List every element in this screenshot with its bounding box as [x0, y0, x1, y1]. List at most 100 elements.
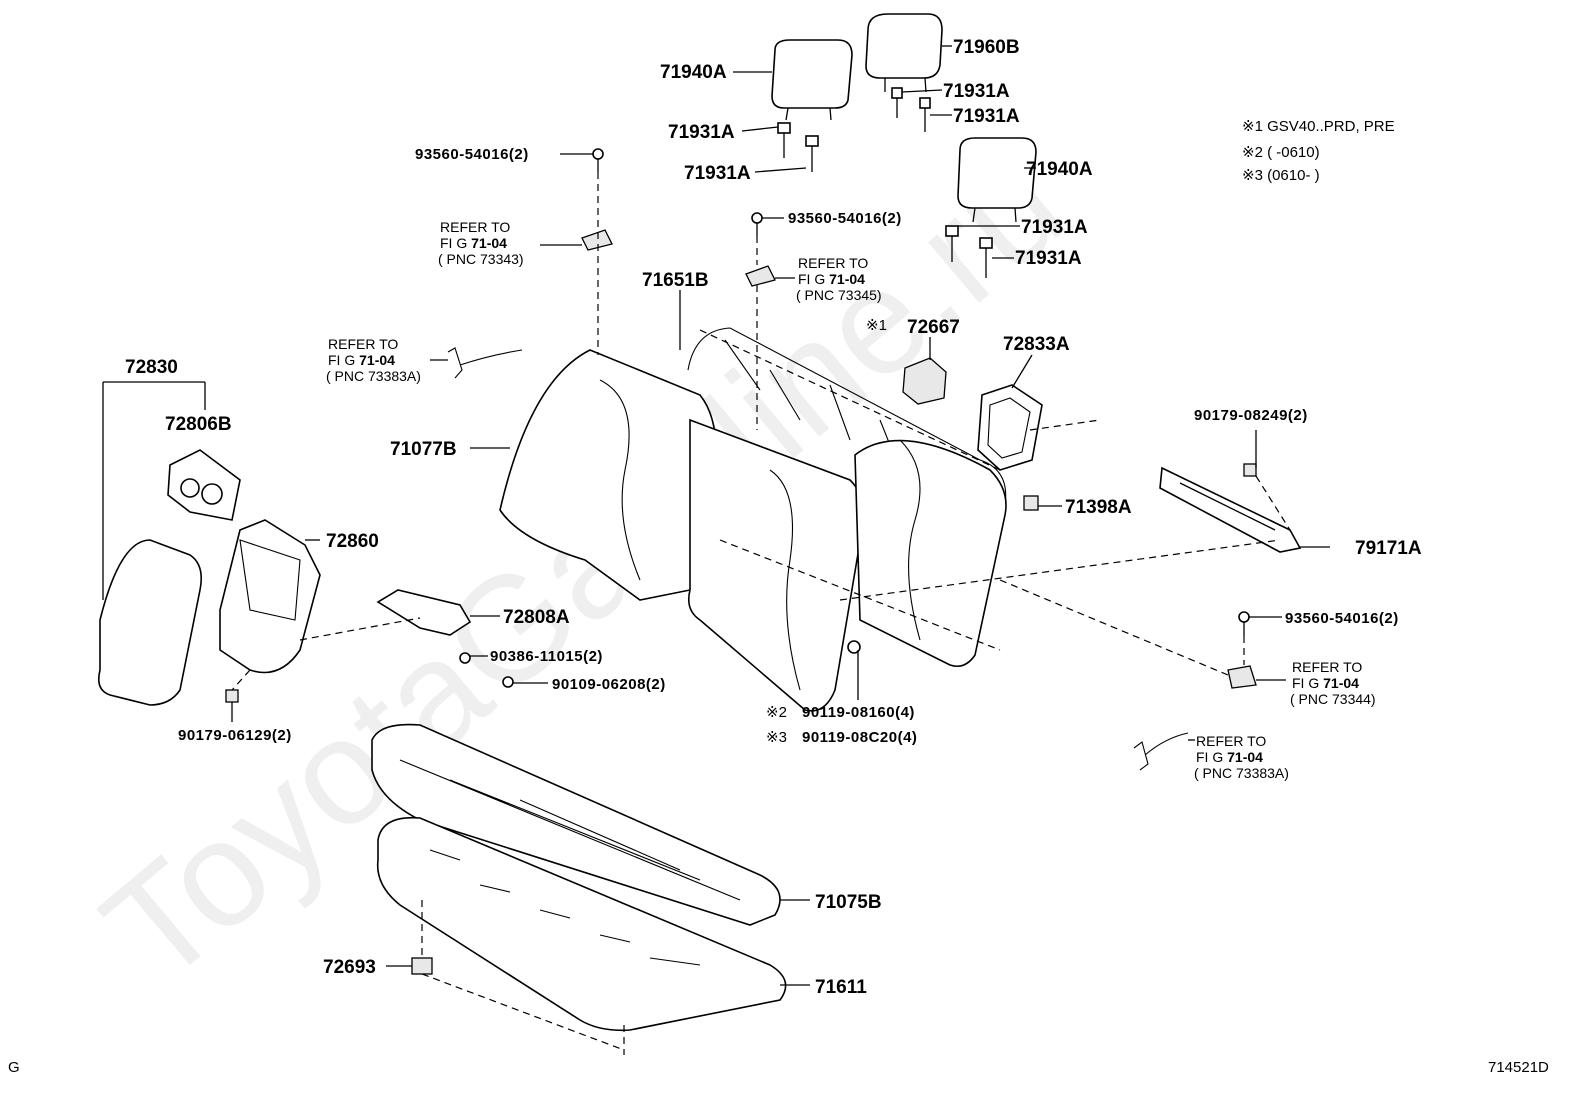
label-71075B: 71075B	[815, 892, 882, 913]
marker-2: ※2	[766, 704, 787, 721]
label-71651B: 71651B	[642, 270, 709, 291]
bolt-90109[interactable]	[502, 676, 514, 688]
bolt-93560-c[interactable]	[1238, 611, 1250, 636]
note-3: ※3 (0610- )	[1242, 167, 1320, 184]
bracket-79171A[interactable]	[1159, 466, 1302, 553]
refer-fig-number: 71-04	[829, 271, 865, 287]
refer-fig-number: 71-04	[1227, 749, 1263, 765]
bracket-ref-73344[interactable]	[1227, 665, 1257, 689]
refer-block-73343[interactable]: REFER TO FI G 71-04 ( PNC 73343)	[438, 219, 524, 267]
label-90179-08249: 90179-08249(2)	[1194, 407, 1308, 424]
support-71931A-3[interactable]	[891, 87, 903, 118]
bracket-ref-73345[interactable]	[745, 265, 776, 287]
headrest-71960B[interactable]	[865, 13, 943, 93]
harness-ref-73383A-a[interactable]	[447, 347, 523, 379]
label-72860: 72860	[326, 531, 379, 552]
label-72808A: 72808A	[503, 607, 570, 628]
refer-block-73383A-b[interactable]: REFER TO FI G 71-04 ( PNC 73383A)	[1194, 733, 1289, 781]
cushion-pad-71611[interactable]	[376, 816, 787, 1032]
refer-fig-number: 71-04	[471, 235, 507, 251]
label-71931A-c: 71931A	[668, 122, 735, 143]
seatback-frame-71651B[interactable]	[687, 327, 1007, 601]
label-93560-b: 93560-54016(2)	[788, 210, 902, 227]
refer-pnc: ( PNC 73343)	[438, 251, 524, 267]
support-71931A-2[interactable]	[805, 135, 819, 172]
headrest-71940A-left[interactable]	[771, 39, 853, 121]
armrest-frame-72860[interactable]	[219, 519, 321, 674]
label-71931A-a: 71931A	[943, 81, 1010, 102]
refer-line1: REFER TO	[328, 336, 398, 352]
refer-fig: FI G	[1196, 749, 1223, 765]
nut-90179-06129[interactable]	[225, 689, 239, 703]
refer-pnc: ( PNC 73345)	[796, 287, 882, 303]
note-2-mark: ※2	[1242, 144, 1263, 161]
refer-pnc: ( PNC 73383A)	[1194, 765, 1289, 781]
label-71931A-f: 71931A	[1015, 248, 1082, 269]
label-79171A: 79171A	[1355, 538, 1422, 559]
note-2: ※2 ( -0610)	[1242, 144, 1320, 161]
label-72693: 72693	[323, 957, 376, 978]
nut-90179-08249[interactable]	[1243, 463, 1257, 477]
note-1-mark: ※1	[1242, 118, 1263, 135]
note-2-text: ( -0610)	[1267, 144, 1320, 161]
refer-fig-number: 71-04	[1323, 675, 1359, 691]
refer-fig-line: FI G 71-04	[1292, 675, 1359, 691]
headrest-71940A-right[interactable]	[957, 137, 1037, 223]
label-72833A: 72833A	[1003, 334, 1070, 355]
cup-holder-72806B[interactable]	[167, 449, 241, 521]
bolt-90119[interactable]	[847, 640, 861, 654]
notes-legend: ※1 GSV40..PRD, PRE ※2 ( -0610) ※3 (0610-…	[1242, 118, 1395, 184]
label-71931A-b: 71931A	[953, 106, 1020, 127]
label-71077B: 71077B	[390, 439, 457, 460]
refer-fig: FI G	[440, 235, 467, 251]
support-71931A-6[interactable]	[979, 237, 993, 278]
refer-fig: FI G	[328, 352, 355, 368]
bracket-ref-73343[interactable]	[581, 229, 613, 251]
label-71931A-d: 71931A	[684, 163, 751, 184]
refer-fig: FI G	[1292, 675, 1319, 691]
hinge-72808A[interactable]	[376, 589, 472, 636]
marker-3: ※3	[766, 729, 787, 746]
refer-line1: REFER TO	[1196, 733, 1266, 749]
bolt-93560-a[interactable]	[592, 148, 604, 172]
leader-lines	[102, 45, 1330, 986]
cushion-cover-71075B[interactable]	[371, 723, 781, 926]
refer-fig: FI G	[798, 271, 825, 287]
support-71931A-1[interactable]	[777, 122, 791, 158]
refer-fig-line: FI G 71-04	[798, 271, 865, 287]
refer-block-73383A-a[interactable]: REFER TO FI G 71-04 ( PNC 73383A)	[326, 336, 421, 384]
refer-block-73345[interactable]: REFER TO FI G 71-04 ( PNC 73345)	[796, 255, 882, 303]
label-71960B: 71960B	[953, 37, 1020, 58]
harness-ref-73383A-b[interactable]	[1133, 732, 1189, 771]
bolt-90386[interactable]	[459, 652, 471, 664]
refer-pnc: ( PNC 73383A)	[326, 368, 421, 384]
note-3-text: (0610- )	[1267, 167, 1320, 184]
panel-72833A[interactable]	[977, 384, 1043, 471]
clip-72693[interactable]	[411, 957, 433, 975]
note-1-text: GSV40..PRD, PRE	[1267, 118, 1395, 135]
label-93560-a: 93560-54016(2)	[415, 146, 529, 163]
corner-left-label: G	[8, 1059, 20, 1076]
clip-71398A[interactable]	[1023, 495, 1039, 511]
support-71931A-5[interactable]	[945, 225, 959, 262]
marker-1: ※1	[866, 317, 887, 334]
bolt-93560-b[interactable]	[751, 212, 763, 236]
refer-fig-number: 71-04	[359, 352, 395, 368]
armrest-72830[interactable]	[97, 539, 203, 706]
refer-line1: REFER TO	[1292, 659, 1362, 675]
label-72806B: 72806B	[165, 414, 232, 435]
label-90386: 90386-11015(2)	[490, 648, 603, 665]
refer-line1: REFER TO	[798, 255, 868, 271]
label-71931A-e: 71931A	[1021, 217, 1088, 238]
label-71611: 71611	[815, 977, 867, 998]
refer-pnc: ( PNC 73344)	[1290, 691, 1376, 707]
label-90109: 90109-06208(2)	[552, 676, 666, 693]
note-1: ※1 GSV40..PRD, PRE	[1242, 118, 1395, 135]
label-71940A-a: 71940A	[660, 62, 727, 83]
refer-fig-line: FI G 71-04	[440, 235, 507, 251]
refer-block-73344[interactable]: REFER TO FI G 71-04 ( PNC 73344)	[1290, 659, 1376, 707]
label-90119-08160: 90119-08160(4)	[802, 704, 915, 721]
note-3-mark: ※3	[1242, 167, 1263, 184]
support-71931A-4[interactable]	[919, 97, 931, 132]
seatback-71077B[interactable]	[499, 349, 1007, 712]
